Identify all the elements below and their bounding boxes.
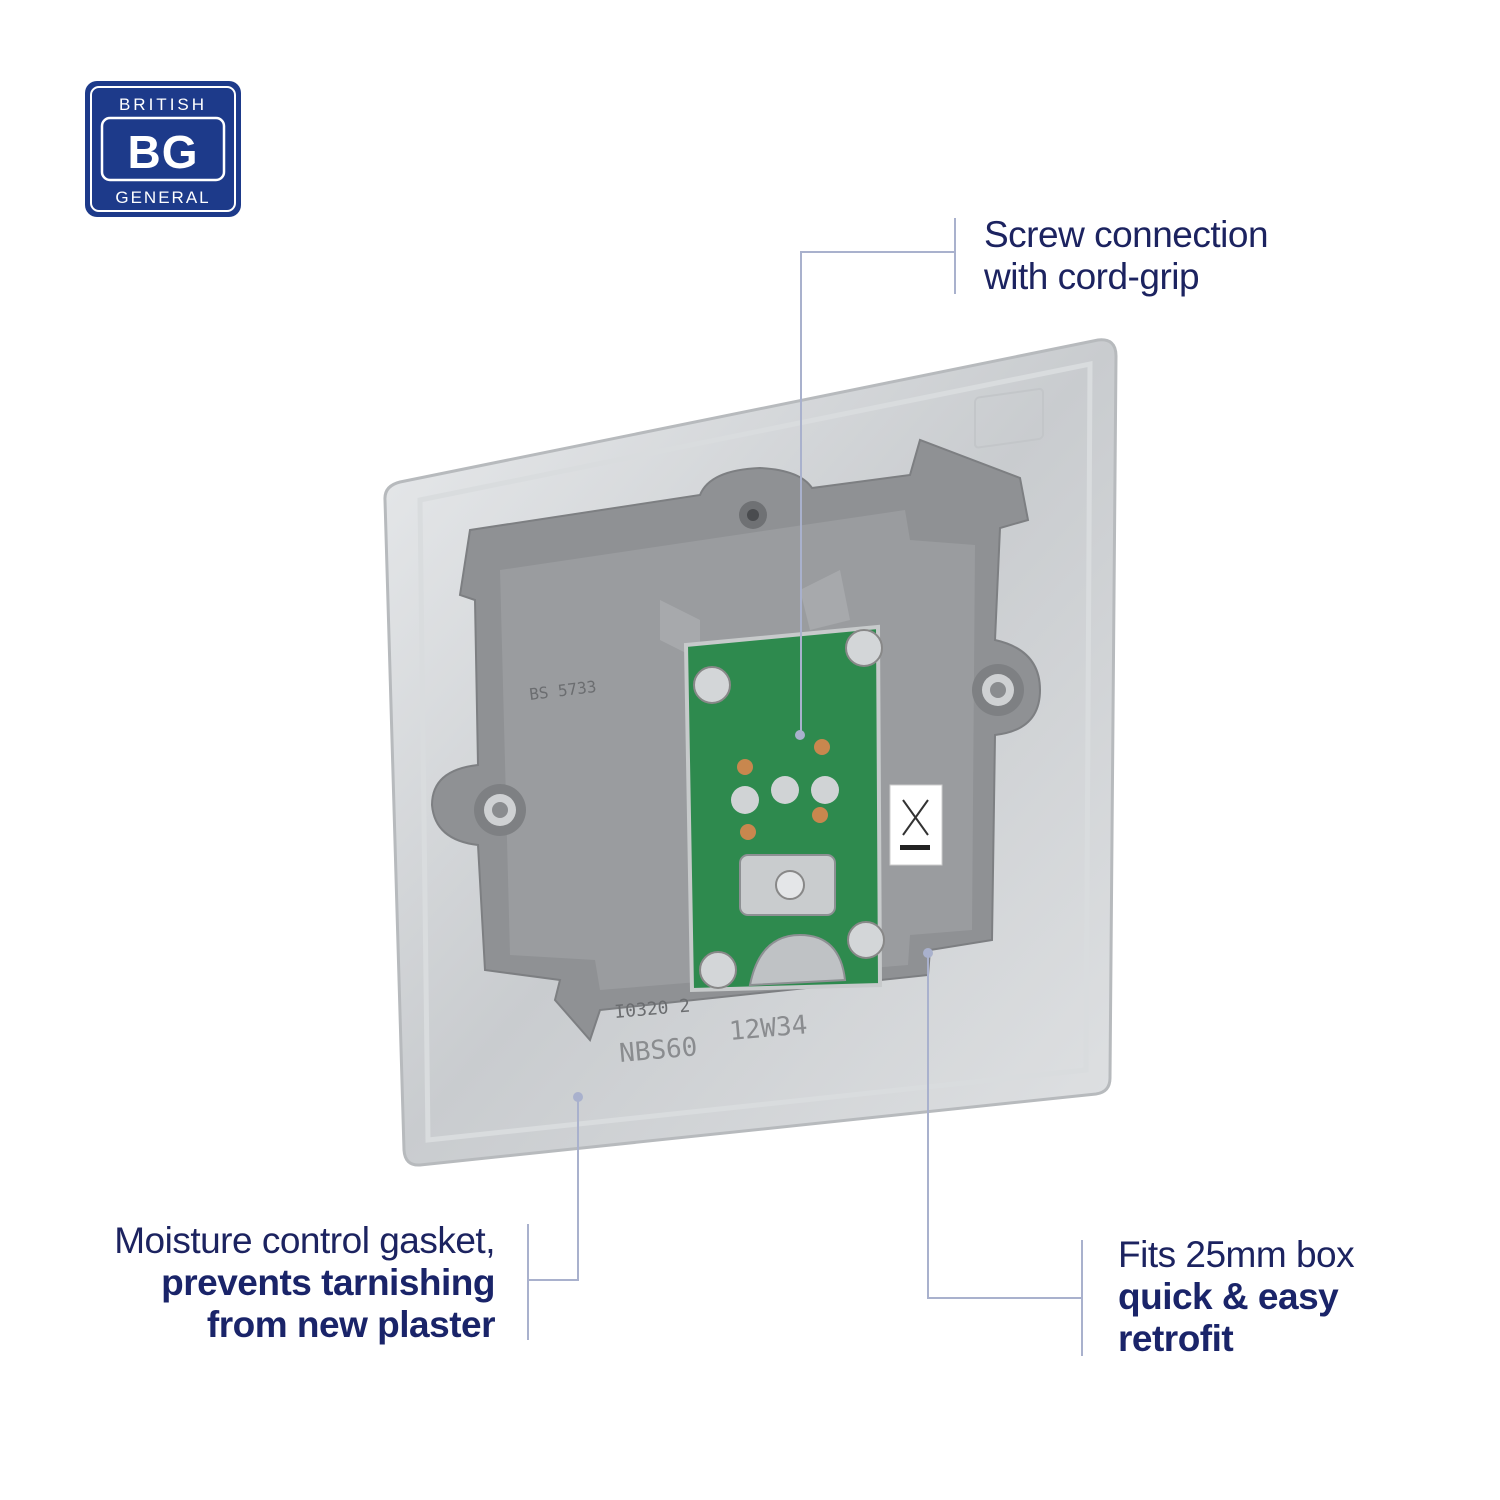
logo-text-mid: BG	[128, 126, 199, 178]
callout-line: Screw connection	[984, 214, 1269, 255]
callout-line: with cord-grip	[984, 256, 1200, 297]
logo-text-bottom: GENERAL	[115, 188, 210, 207]
callout-line-bold: from new plaster	[206, 1304, 496, 1345]
marking-code: 12W34	[728, 1010, 809, 1047]
callout-line: Moisture control gasket,	[114, 1220, 495, 1261]
leader-line	[927, 953, 929, 1299]
callout-fits-box: Fits 25mm box quick & easy retrofit	[1118, 1234, 1355, 1360]
callout-line: Fits 25mm box	[1118, 1234, 1355, 1275]
leader-dot	[795, 730, 805, 740]
leader-line	[527, 1279, 579, 1281]
weee-label	[889, 784, 943, 866]
leader-line	[954, 218, 956, 294]
british-general-logo: BRITISH BG GENERAL	[85, 81, 241, 217]
embossed-logo	[974, 387, 1044, 449]
callout-line-bold: retrofit	[1118, 1318, 1234, 1359]
leader-line	[527, 1224, 529, 1340]
logo-text-top: BRITISH	[119, 95, 207, 114]
callout-screw-connection: Screw connection with cord-grip	[984, 214, 1269, 298]
leader-line	[927, 1297, 1083, 1299]
leader-line	[800, 251, 802, 735]
leader-line	[800, 251, 956, 253]
callout-line-bold: prevents tarnishing	[161, 1262, 495, 1303]
marking-model: NBS60	[618, 1032, 699, 1069]
callout-moisture-gasket: Moisture control gasket, prevents tarnis…	[114, 1220, 495, 1346]
callout-line-bold: quick & easy	[1118, 1276, 1339, 1317]
leader-line	[577, 1097, 579, 1281]
